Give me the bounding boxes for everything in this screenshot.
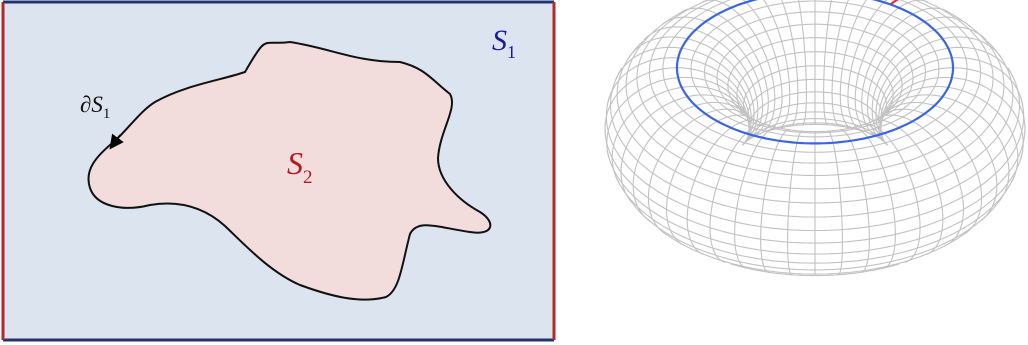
torus-meridian-line — [760, 129, 791, 240]
torus-meridian-line — [686, 119, 761, 220]
torus-meridian-line — [881, 85, 1019, 158]
torus-parallel-line — [605, 95, 1025, 232]
torus-parallel-line — [716, 23, 914, 133]
torus-parallel-line — [625, 8, 1005, 190]
torus-parallel-line — [636, 0, 994, 177]
torus-parallel-line — [616, 40, 1014, 204]
torus-meridian-line — [881, 108, 983, 199]
torus-parallel-line — [942, 8, 1005, 86]
torus-red-loop — [889, 0, 900, 6]
torus-meridian-line — [606, 76, 750, 144]
torus-parallel-line — [744, 122, 886, 143]
torus-parallel-line — [1019, 95, 1025, 117]
torus-meridian-line — [615, 46, 752, 145]
boundary-ds1-label: ∂S1 — [80, 92, 110, 122]
torus-meridian-line — [628, 36, 755, 146]
torus-meridian-line — [837, 242, 843, 276]
torus-meridian-line — [763, 0, 791, 130]
torus-parallel-line — [986, 40, 1014, 95]
torus-parallel-line — [768, 123, 862, 132]
torus-mesh — [604, 0, 1026, 277]
torus-meridian-line — [882, 101, 998, 186]
torus-parallel-line — [742, 118, 888, 146]
torus-meridian-line — [620, 171, 633, 204]
torus-parallel-line — [747, 78, 883, 123]
torus-parallel-line — [648, 0, 982, 164]
torus-meridian-line — [662, 16, 764, 143]
torus-meridian-line — [871, 26, 988, 146]
torus-meridian-line — [787, 242, 793, 276]
torus-meridian-line — [797, 0, 807, 126]
torus-meridian-line — [1010, 157, 1019, 184]
torus-parallel-line — [727, 37, 903, 122]
torus-meridian-line — [875, 36, 1002, 146]
torus-meridian-line — [831, 0, 849, 127]
torus-parallel-line — [730, 263, 900, 277]
s1-label: S1 — [492, 24, 516, 62]
torus-parallel-line — [661, 230, 969, 275]
torus-meridian-line — [611, 157, 620, 184]
torus-parallel-line — [690, 0, 940, 138]
torus-meridian-line — [823, 0, 833, 126]
torus-meridian-line — [869, 119, 944, 220]
boundary-orientation-arrow — [109, 133, 124, 150]
torus-meridian-line — [680, 7, 769, 139]
torus-meridian-line — [839, 129, 870, 240]
torus-parallel-line — [609, 67, 1021, 218]
torus-parallel-line — [882, 94, 894, 117]
torus-parallel-line — [630, 201, 1000, 271]
torus-meridian-line — [860, 239, 870, 273]
torus-blue-loop — [675, 0, 955, 145]
torus-parallel-line — [704, 11, 926, 134]
torus-parallel-line — [662, 0, 968, 153]
torus-meridian-line — [760, 239, 770, 273]
torus-meridian-line — [880, 76, 1024, 144]
torus-parallel-line — [744, 111, 886, 143]
torus-meridian-line — [827, 130, 843, 243]
torus-meridian-line — [866, 16, 968, 143]
torus-parallel-line — [604, 122, 1026, 244]
torus-meridian-line — [880, 67, 1026, 134]
torus-meridian-line — [854, 0, 929, 136]
torus-meridian-line — [647, 108, 749, 199]
torus-meridian-line — [861, 123, 921, 228]
torus-meridian-line — [632, 101, 748, 186]
s2-label: S2 — [287, 145, 313, 188]
torus-meridian-line — [839, 0, 867, 130]
torus-parallel-line — [615, 175, 1015, 264]
region-s2-boundary-curve — [87, 40, 492, 301]
torus-parallel-line — [742, 65, 888, 119]
torus-parallel-line — [606, 149, 1024, 255]
torus-parallel-line — [882, 105, 888, 119]
torus-meridian-line — [742, 0, 783, 132]
torus-meridian-line — [701, 0, 776, 136]
torus-meridian-line — [883, 94, 1010, 173]
torus-parallel-line — [736, 51, 894, 117]
right-panel-torus — [604, 0, 1026, 277]
torus-meridian-line — [611, 85, 749, 158]
torus-meridian-line — [604, 67, 750, 134]
torus-parallel-line — [747, 102, 883, 137]
torus-meridian-line — [781, 0, 799, 127]
torus-meridian-line — [997, 171, 1010, 204]
left-panel: S1 S2 ∂S1 — [1, 0, 556, 342]
torus-meridian-line — [847, 0, 888, 132]
torus-parallel-line — [1007, 67, 1021, 105]
torus-meridian-line — [861, 7, 950, 139]
torus-meridian-line — [642, 26, 759, 146]
torus-meridian-line — [709, 123, 769, 228]
torus-meridian-line — [787, 130, 803, 243]
torus-parallel-line — [748, 91, 882, 130]
torus-parallel-line — [880, 116, 883, 123]
torus-meridian-line — [878, 46, 1015, 145]
torus-meridian-line — [620, 94, 747, 173]
